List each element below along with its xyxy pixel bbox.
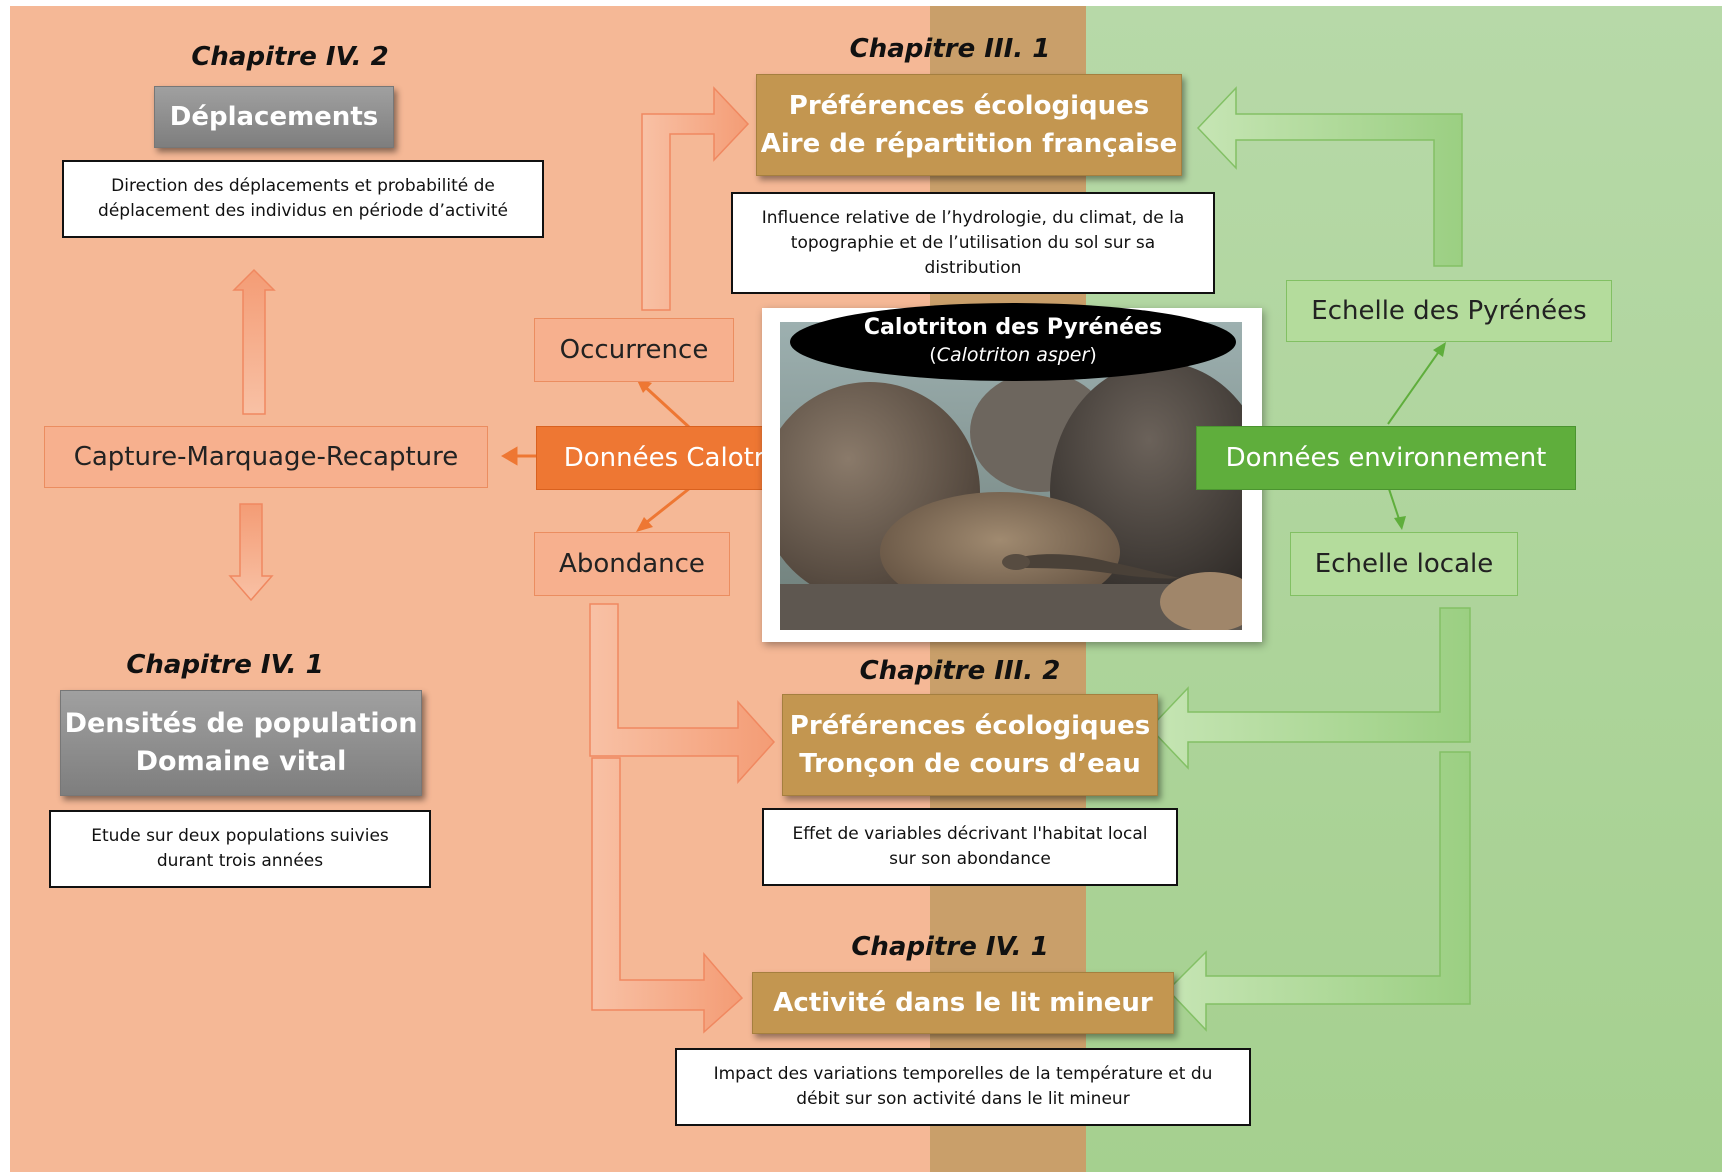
activite-description: Impact des variations temporelles de la … <box>675 1048 1251 1126</box>
pref1-desc-line3: distribution <box>924 257 1022 278</box>
densites-desc-line2: durant trois années <box>156 851 324 871</box>
densites-description: Etude sur deux populations suivies duran… <box>49 810 431 888</box>
arrow-cmr-to-densites <box>228 503 274 602</box>
cmr-node-label: Capture-Marquage-Recapture <box>73 442 459 472</box>
occurrence-node-label: Occurrence <box>559 335 709 365</box>
pref2-box-line1: Préférences écologiques <box>789 711 1151 741</box>
arrow-donnees-to-abondance <box>641 486 691 528</box>
arrow-cmr-to-deplacements <box>232 268 276 415</box>
arrow-abondance-to-activite <box>591 757 744 1034</box>
pref1-desc-line1: Influence relative de l’hydrologie, du c… <box>761 207 1185 228</box>
photo-title-ellipse: Calotriton des Pyrénées (Calotriton aspe… <box>790 303 1236 381</box>
pref1-box-line2: Aire de répartition française <box>760 129 1178 159</box>
chapter-iv1-left-label: Chapitre IV. 1 <box>126 650 324 680</box>
activite-box: Activité dans le lit mineur <box>752 972 1174 1034</box>
photo-sci-close: ) <box>1089 344 1097 366</box>
chapter-iii1-label: Chapitre III. 1 <box>849 34 1051 64</box>
pref1-box-line1: Préférences écologiques <box>788 91 1150 121</box>
activite-box-label: Activité dans le lit mineur <box>773 988 1153 1018</box>
photo-scientific-name-line: (Calotriton asper) <box>790 344 1236 366</box>
occurrence-node: Occurrence <box>534 318 734 382</box>
deplacements-desc-line1: Direction des déplacements et probabilit… <box>111 176 495 196</box>
deplacements-description: Direction des déplacements et probabilit… <box>62 160 544 238</box>
pref2-box-line2: Tronçon de cours d’eau <box>799 749 1141 779</box>
pref2-description: Effet de variables décrivant l'habitat l… <box>762 808 1178 886</box>
abondance-node: Abondance <box>534 532 730 596</box>
arrow-occurrence-to-pref1 <box>641 86 750 311</box>
pref1-box: Préférences écologiques Aire de répartit… <box>756 74 1182 176</box>
pref2-desc-line2: sur son abondance <box>889 849 1051 869</box>
echelle-pyrenees-label: Echelle des Pyrénées <box>1311 296 1587 326</box>
photo-sci-open: ( <box>929 344 937 366</box>
photo-scientific-name: Calotriton asper <box>936 344 1090 366</box>
arrow-pyrenees-to-pref1 <box>1196 86 1463 267</box>
arrow-env-to-locale <box>1387 485 1401 523</box>
pref1-description: Influence relative de l’hydrologie, du c… <box>731 192 1215 294</box>
arrow-env-to-pyrenees <box>1387 349 1441 425</box>
arrow-abondance-to-pref2 <box>589 603 776 784</box>
activite-desc-line1: Impact des variations temporelles de la … <box>713 1064 1213 1084</box>
arrow-donnees-to-occurrence <box>640 382 692 430</box>
deplacements-box-label: Déplacements <box>169 102 379 132</box>
densites-box: Densités de population Domaine vital <box>60 690 422 796</box>
echelle-pyrenees-node: Echelle des Pyrénées <box>1286 280 1612 342</box>
pref2-desc-line1: Effet de variables décrivant l'habitat l… <box>792 824 1148 844</box>
pref2-box: Préférences écologiques Tronçon de cours… <box>782 694 1158 796</box>
echelle-locale-node: Echelle locale <box>1290 532 1518 596</box>
donnees-env-node: Données environnement <box>1196 426 1576 490</box>
echelle-locale-label: Echelle locale <box>1314 549 1494 579</box>
deplacements-box: Déplacements <box>154 86 394 148</box>
densites-box-line2: Domaine vital <box>135 746 347 777</box>
activite-desc-line2: débit sur son activité dans le lit mineu… <box>796 1089 1130 1109</box>
photo-title: Calotriton des Pyrénées <box>863 315 1163 340</box>
arrow-locale-to-pref2 <box>1148 607 1471 770</box>
deplacements-desc-line2: déplacement des individus en période d’a… <box>98 201 508 221</box>
chapter-iii2-label: Chapitre III. 2 <box>859 656 1061 686</box>
donnees-env-label: Données environnement <box>1225 443 1547 473</box>
abondance-node-label: Abondance <box>559 549 705 579</box>
chapter-iv1-bottom-label: Chapitre IV. 1 <box>851 932 1049 962</box>
pref1-desc-line2: topographie et de l’utilisation du sol s… <box>790 232 1156 253</box>
densites-desc-line1: Etude sur deux populations suivies <box>91 826 389 846</box>
cmr-node: Capture-Marquage-Recapture <box>44 426 488 488</box>
chapter-iv2-label: Chapitre IV. 2 <box>191 42 389 72</box>
arrow-locale-to-activite <box>1166 751 1471 1032</box>
arrow-donnees-to-cmr <box>501 446 536 466</box>
densites-box-line1: Densités de population <box>64 708 418 739</box>
